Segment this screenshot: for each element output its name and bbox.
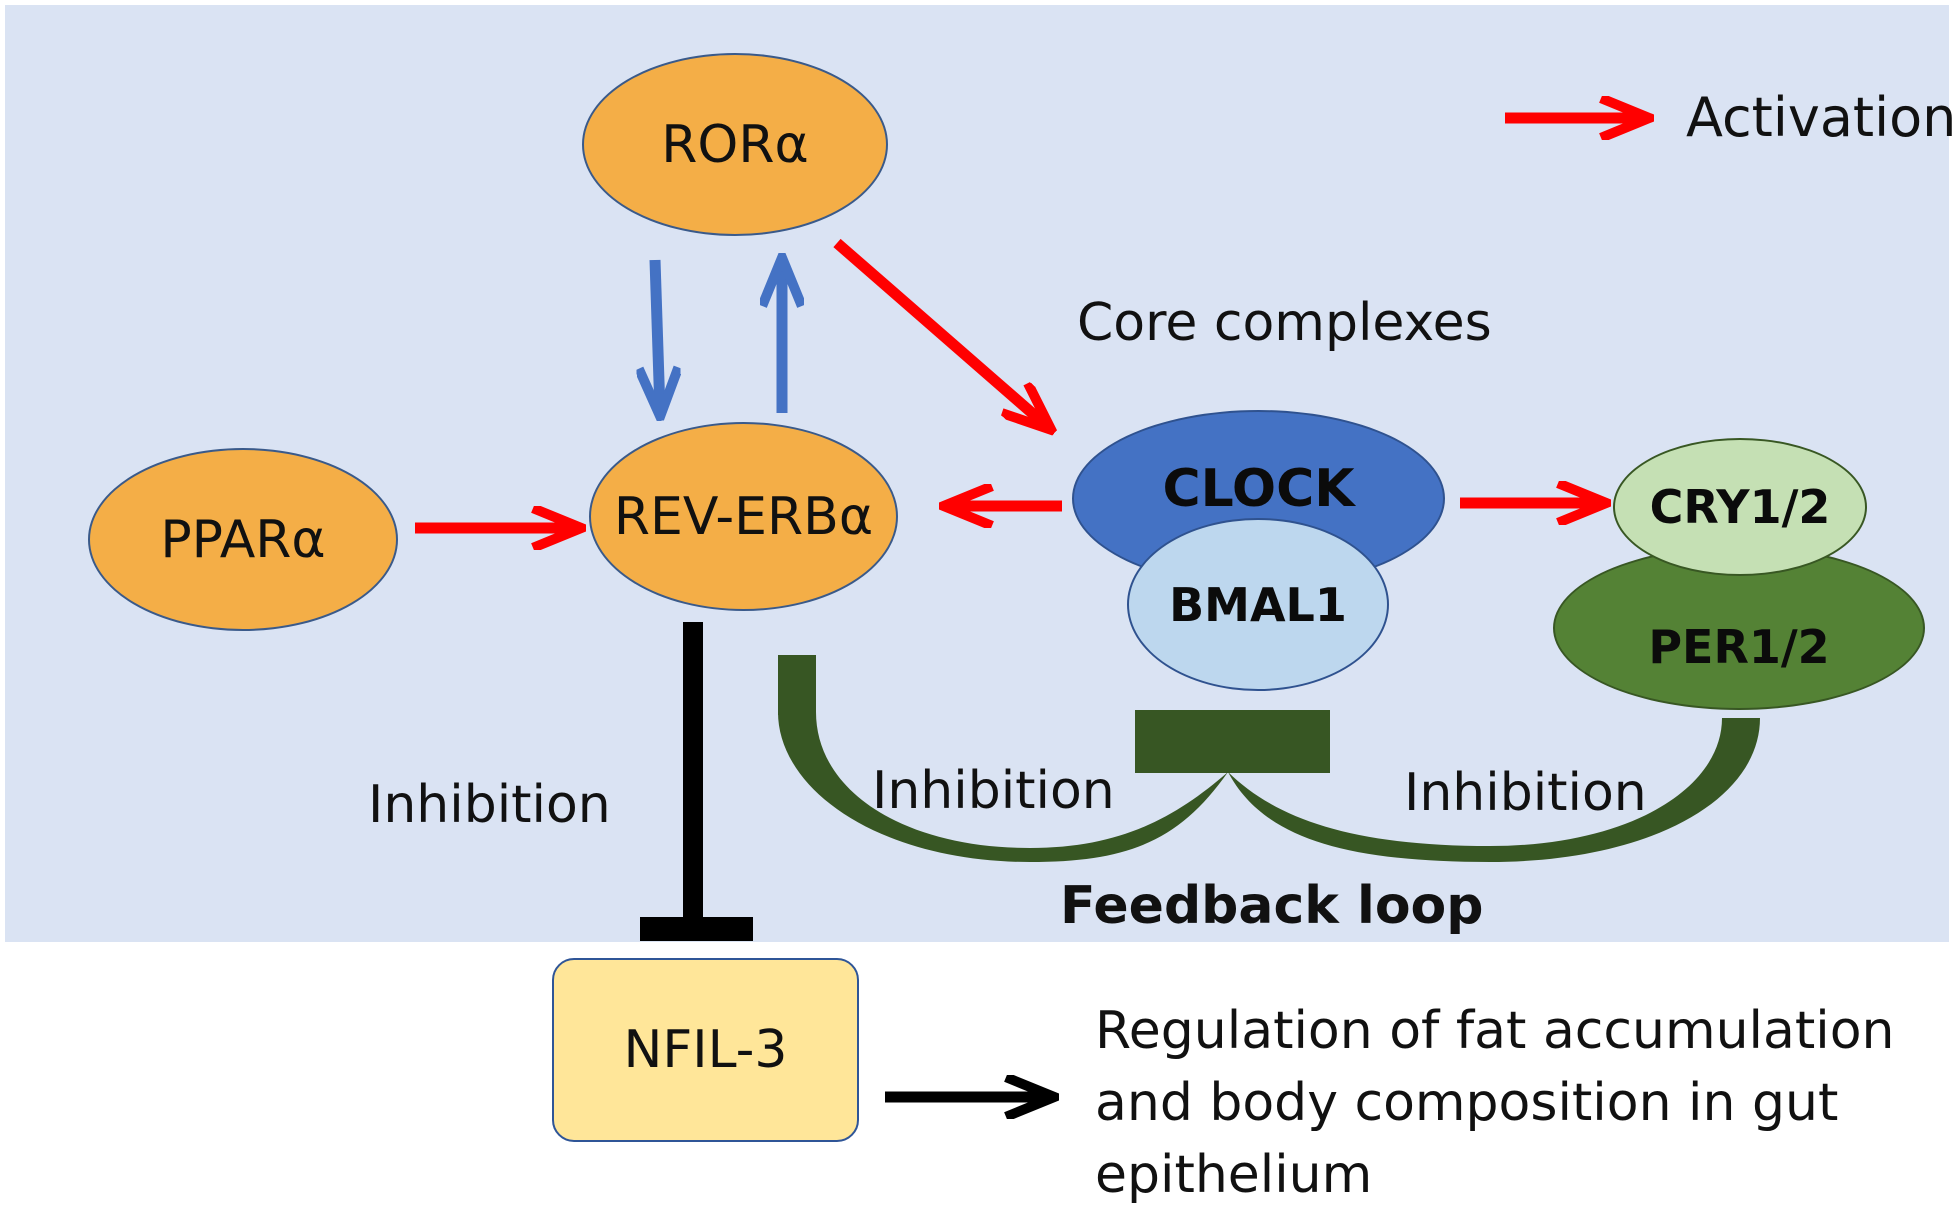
legend-activation-label: Activation: [1686, 86, 1953, 149]
inhibition-middle-label: Inhibition: [872, 761, 1115, 821]
bmal1-node: BMAL1: [1127, 518, 1389, 691]
feedback-loop-label: Feedback loop: [1060, 876, 1484, 936]
rev-erb-alpha-node: REV-ERBα: [589, 422, 898, 611]
nfil3-node: NFIL-3: [552, 958, 859, 1142]
inhibition-bar-head: [640, 917, 753, 941]
outcome-line: and body composition in gut: [1095, 1073, 1839, 1133]
feedback-loop-left-arc: [778, 712, 1228, 862]
inhibition-right-label: Inhibition: [1404, 763, 1647, 823]
ror-to-clock-arrow: [833, 238, 1048, 427]
feedback-loop-right-arc: [1228, 718, 1760, 862]
feedback-loop-inhibition-bar: [1135, 710, 1330, 773]
ror-alpha-node: RORα: [582, 53, 888, 236]
inhibition-bar-stem: [683, 622, 703, 927]
inhibition-left-label: Inhibition: [368, 775, 611, 835]
ppar-alpha-node: PPARα: [88, 448, 398, 631]
outcome-line: Regulation of fat accumulation: [1095, 1001, 1895, 1061]
core-complexes-label: Core complexes: [1077, 293, 1492, 353]
outcome-line: epithelium: [1095, 1145, 1373, 1205]
feedback-loop-left-stub: [778, 655, 816, 715]
outcome-text: Regulation of fat accumulation and body …: [1095, 995, 1894, 1211]
ror-to-reverb-arrow: [655, 259, 660, 412]
cry12-node: CRY1/2: [1613, 438, 1867, 576]
